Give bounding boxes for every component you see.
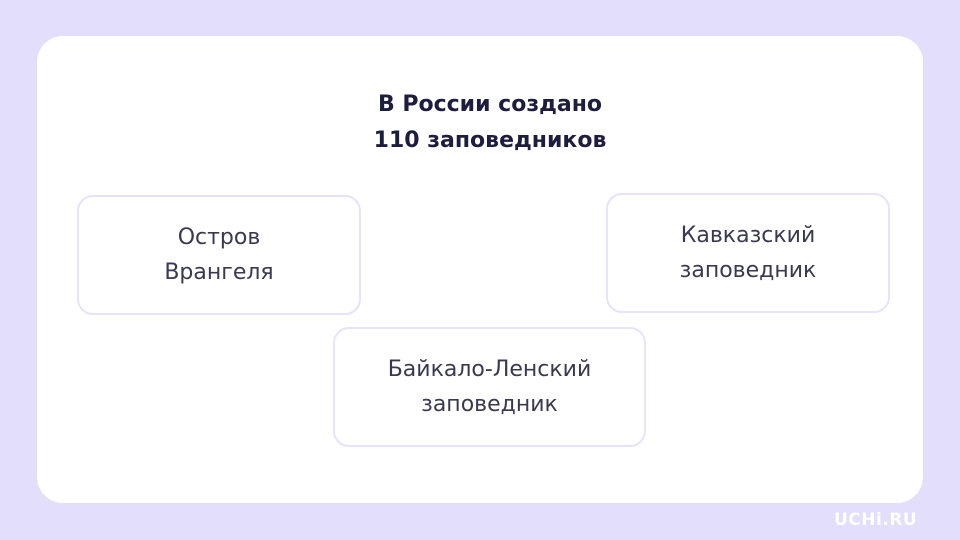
reserve-card-caucasus: Кавказский заповедник [606, 193, 890, 313]
title-line-1: В России создано [377, 92, 603, 117]
reserve-card-line-2: заповедник [679, 258, 817, 283]
reserve-card-wrangel-island: Остров Врангеля [77, 195, 361, 315]
reserve-card-line-1: Остров [177, 225, 261, 250]
reserve-card-baikal-lena: Байкало-Ленский заповедник [333, 327, 646, 447]
brand-logo: UCHi.RU [834, 510, 918, 530]
page-title: В России создано 110 заповедников [0, 87, 960, 159]
reserve-card-line-1: Байкало-Ленский [387, 357, 592, 382]
reserve-card-line-1: Кавказский [680, 223, 816, 248]
reserve-card-line-2: Врангеля [164, 260, 274, 285]
title-line-2: 110 заповедников [373, 128, 607, 153]
reserve-card-line-2: заповедник [421, 392, 558, 417]
